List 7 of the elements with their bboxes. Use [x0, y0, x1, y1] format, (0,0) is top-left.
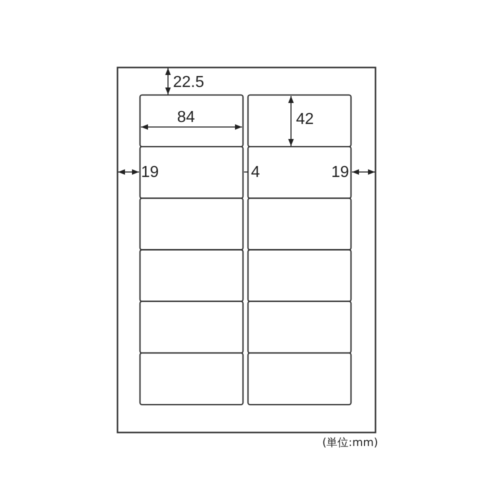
dimension-text: 84 [177, 110, 195, 126]
dimension-text: 19 [141, 165, 159, 181]
dimension-text: 22.5 [173, 75, 204, 91]
unit-note: (単位:mm) [322, 437, 378, 449]
dimension-text: 4 [251, 165, 260, 181]
dimension-text: 19 [331, 165, 349, 181]
dimension-text: 42 [296, 112, 314, 128]
